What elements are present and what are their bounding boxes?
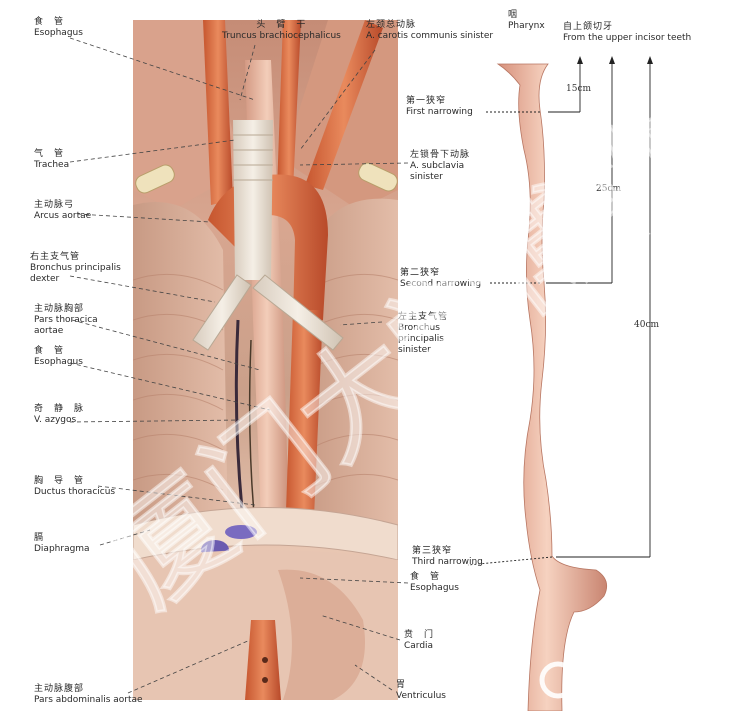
esophagus-tube — [498, 64, 607, 711]
site-logo: 插画素材网 — [536, 658, 736, 703]
label-pharynx: 咽 Pharynx — [508, 10, 545, 32]
distance-15cm: 15cm — [566, 84, 591, 94]
label-en: First narrowing — [406, 107, 473, 118]
label-en: Second narrowing — [400, 279, 481, 290]
logo-text: 插画素材网 — [610, 672, 685, 693]
label-en: From the upper incisor teeth — [563, 33, 691, 44]
label-en: Third narrowing — [412, 557, 483, 568]
label-en: Pharynx — [508, 21, 545, 32]
label-third-narrowing: 第三狭窄 Third narrowing — [412, 546, 483, 568]
label-zh: 自上颌切牙 — [563, 22, 691, 33]
label-zh: 第一狭窄 — [406, 96, 473, 107]
label-zh: 第二狭窄 — [400, 268, 481, 279]
distance-40cm: 40cm — [634, 320, 659, 330]
label-second-narrowing: 第二狭窄 Second narrowing — [400, 268, 481, 290]
label-reference-teeth: 自上颌切牙 From the upper incisor teeth — [563, 22, 691, 44]
label-zh: 咽 — [508, 10, 545, 21]
label-first-narrowing: 第一狭窄 First narrowing — [406, 96, 473, 118]
label-zh: 第三狭窄 — [412, 546, 483, 557]
distance-25cm: 25cm — [596, 184, 621, 194]
logo-icon — [536, 658, 606, 702]
